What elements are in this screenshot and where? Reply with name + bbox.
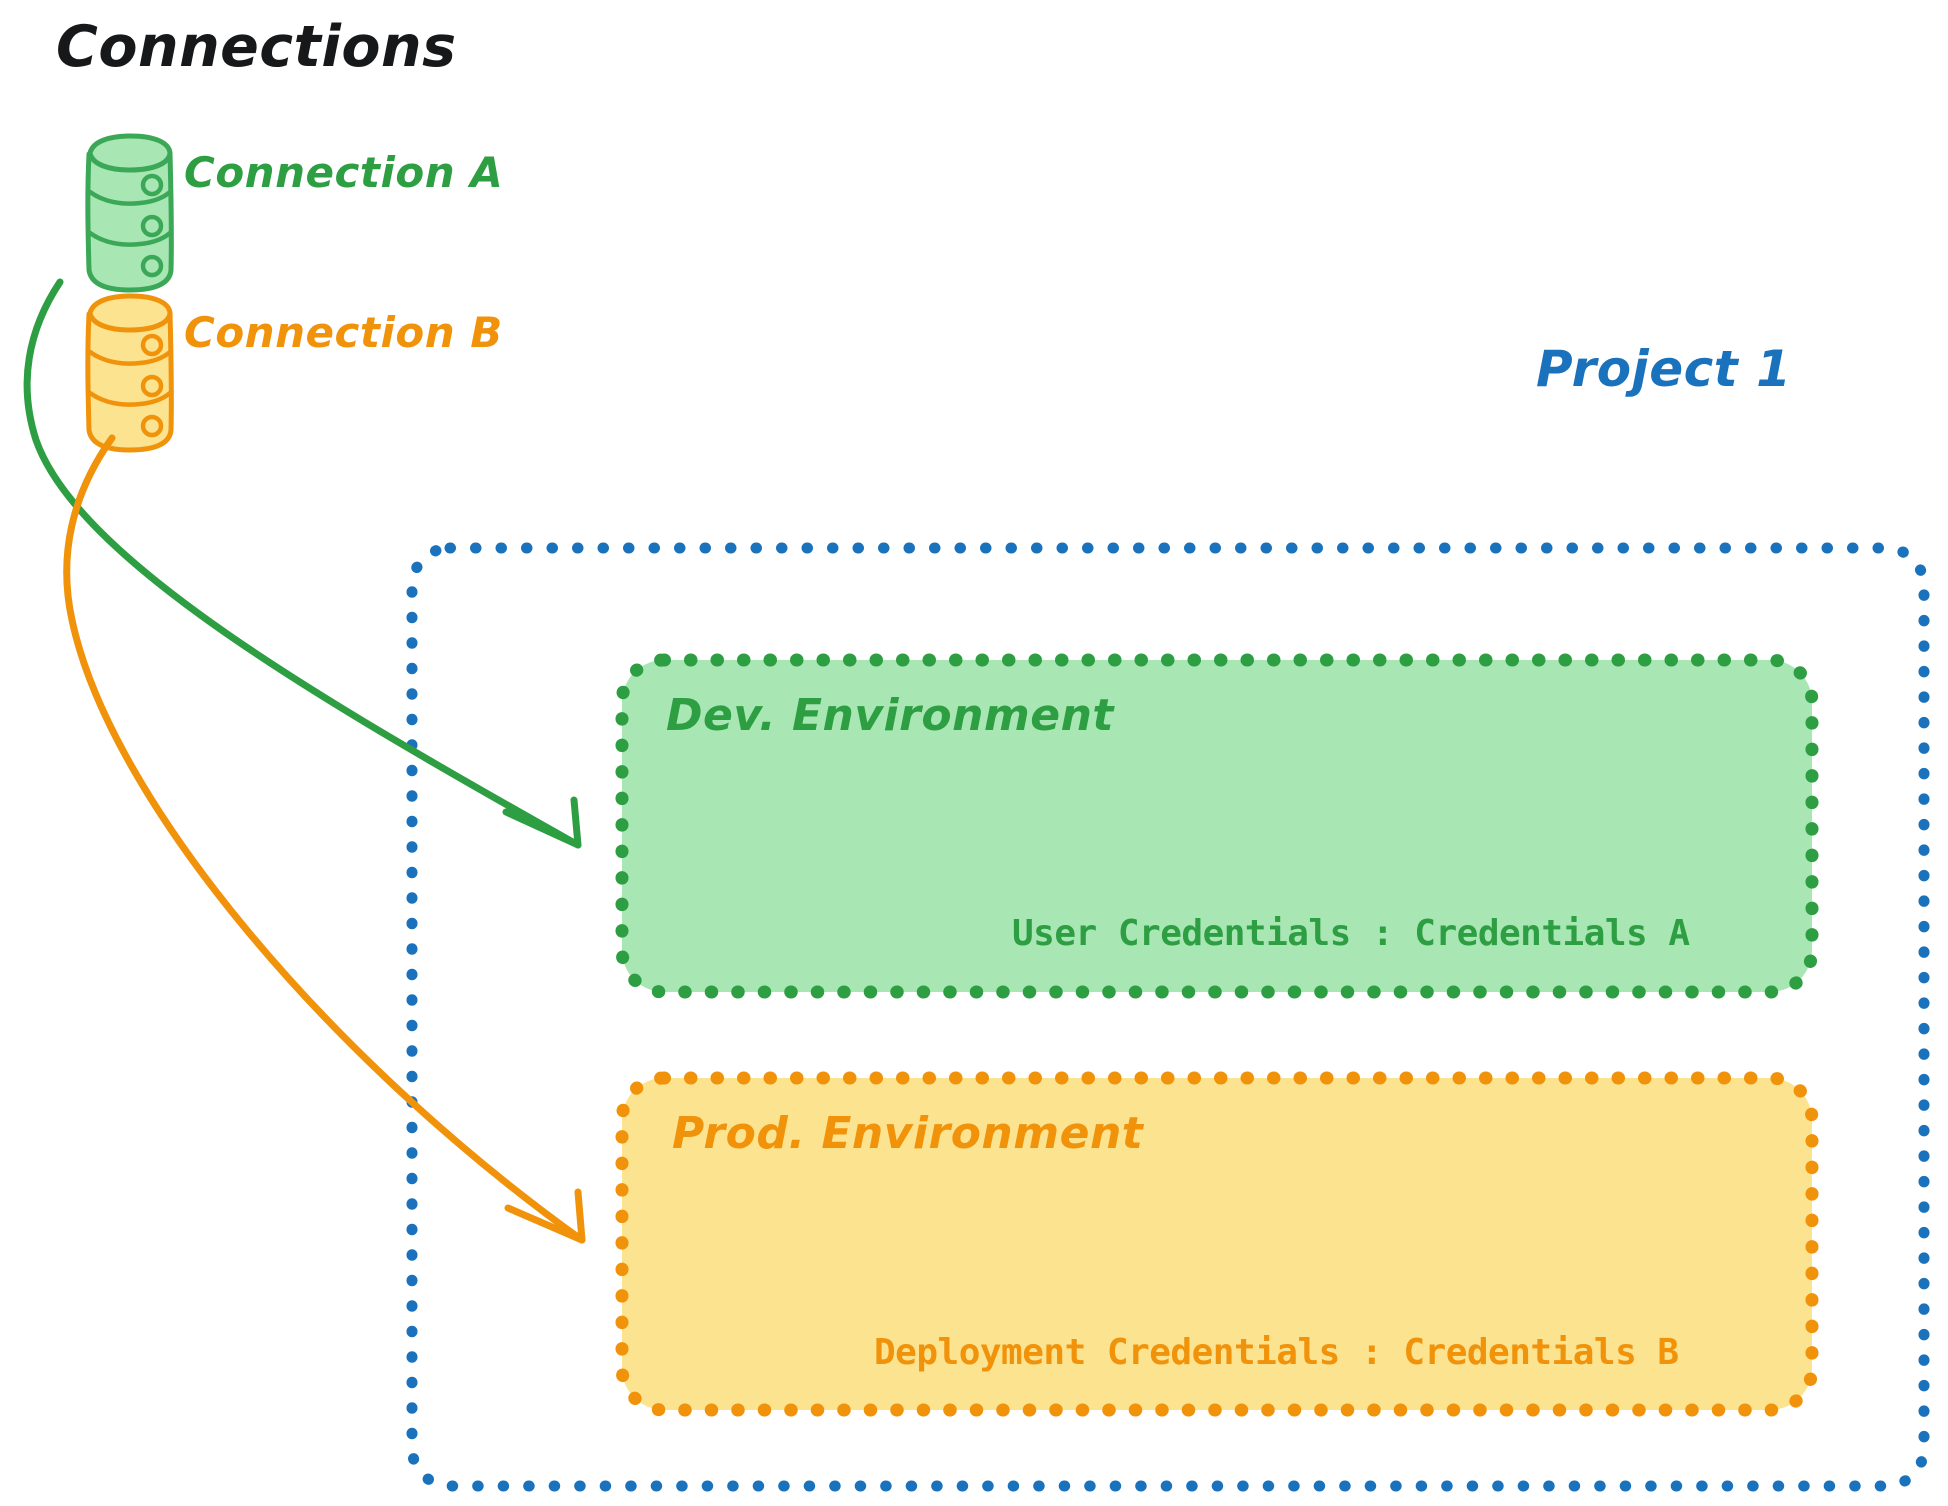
arrow-connection-a-to-dev-environment	[23, 278, 582, 849]
connection-b-label[interactable]: Connection B	[184, 308, 503, 357]
project-container-border	[406, 542, 1930, 1492]
connection-a-label[interactable]: Connection A	[184, 148, 504, 197]
prod-environment-box-fill	[622, 1078, 1812, 1410]
dev-environment-credentials: User Credentials : Credentials A	[1012, 913, 1690, 954]
prod-environment-title: Prod. Environment	[672, 1108, 1144, 1159]
prod-environment-credentials: Deployment Credentials : Credentials B	[874, 1332, 1679, 1373]
database-cylinder-icon-connection-a[interactable]	[85, 133, 174, 293]
dev-environment-title: Dev. Environment	[666, 690, 1114, 741]
page-title: Connections	[56, 14, 457, 80]
dev-environment-box-fill	[622, 660, 1812, 992]
prod-environment-box-border	[615, 1071, 1819, 1417]
dev-environment-box-border	[615, 653, 1819, 999]
project-title: Project 1	[1536, 340, 1792, 398]
database-cylinder-icon-connection-b[interactable]	[85, 293, 174, 453]
arrow-connection-b-to-prod-environment	[63, 434, 586, 1244]
